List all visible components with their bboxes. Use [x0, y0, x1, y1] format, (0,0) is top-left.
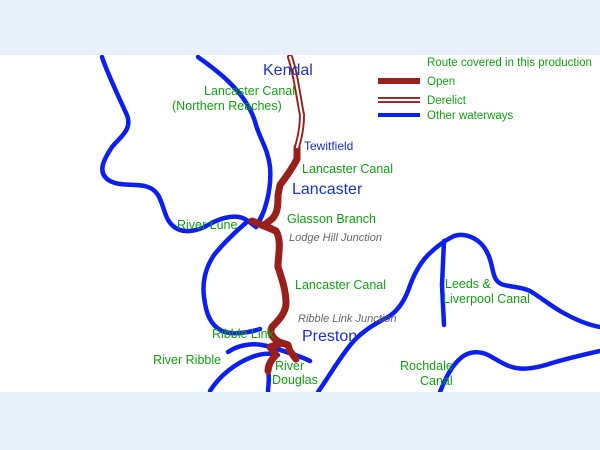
label-rochdale-1: Rochdale — [400, 359, 453, 373]
legend-derelict-label: Derelict — [427, 95, 467, 107]
waterways-map: Route covered in this production Open De… — [99, 54, 600, 395]
label-rochdale-2: Canal — [420, 374, 453, 388]
label-river-lune: River Lune — [177, 218, 237, 232]
place-tewitfield: Tewitfield — [304, 139, 353, 153]
legend-title: Route covered in this production — [427, 57, 592, 69]
rochdale-canal-path — [437, 348, 600, 395]
label-leeds-liverpool-1: Leeds & — [445, 277, 492, 291]
place-lancaster: Lancaster — [292, 181, 363, 198]
river-lune-path — [99, 54, 273, 234]
legend: Route covered in this production Open De… — [378, 57, 592, 122]
label-lancaster-canal-north-2: (Northern Reaches) — [172, 99, 282, 113]
label-river-douglas-1: River — [275, 359, 304, 373]
map-panel: Route covered in this production Open De… — [0, 54, 600, 395]
label-glasson-branch: Glasson Branch — [287, 212, 376, 226]
glasson-branch-open-path — [248, 217, 280, 235]
lancaster-canal-derelict-inner — [288, 55, 304, 149]
leeds-liverpool-branch-path — [439, 238, 447, 328]
ribble-link-open-path — [264, 339, 286, 375]
label-river-douglas-2: Douglas — [272, 373, 318, 387]
label-lodge-hill-junction: Lodge Hill Junction — [289, 232, 382, 244]
label-leeds-liverpool-2: Liverpool Canal — [443, 292, 530, 306]
label-river-ribble: River Ribble — [153, 353, 221, 367]
label-lancaster-canal-north-1: Lancaster Canal — [204, 84, 295, 98]
leeds-liverpool-canal-path — [315, 232, 600, 395]
place-kendal: Kendal — [263, 62, 313, 79]
legend-other-label: Other waterways — [427, 110, 514, 122]
legend-open-label: Open — [427, 76, 455, 88]
label-lancaster-canal-upper: Lancaster Canal — [302, 162, 393, 176]
label-ribble-link-junction: Ribble Link Junction — [298, 313, 396, 325]
lancaster-canal-open-path — [260, 143, 301, 363]
label-lancaster-canal-lower: Lancaster Canal — [295, 278, 386, 292]
place-preston: Preston — [302, 328, 357, 345]
label-ribble-link: Ribble Link — [212, 327, 275, 341]
river-lune-estuary-path — [201, 218, 263, 336]
